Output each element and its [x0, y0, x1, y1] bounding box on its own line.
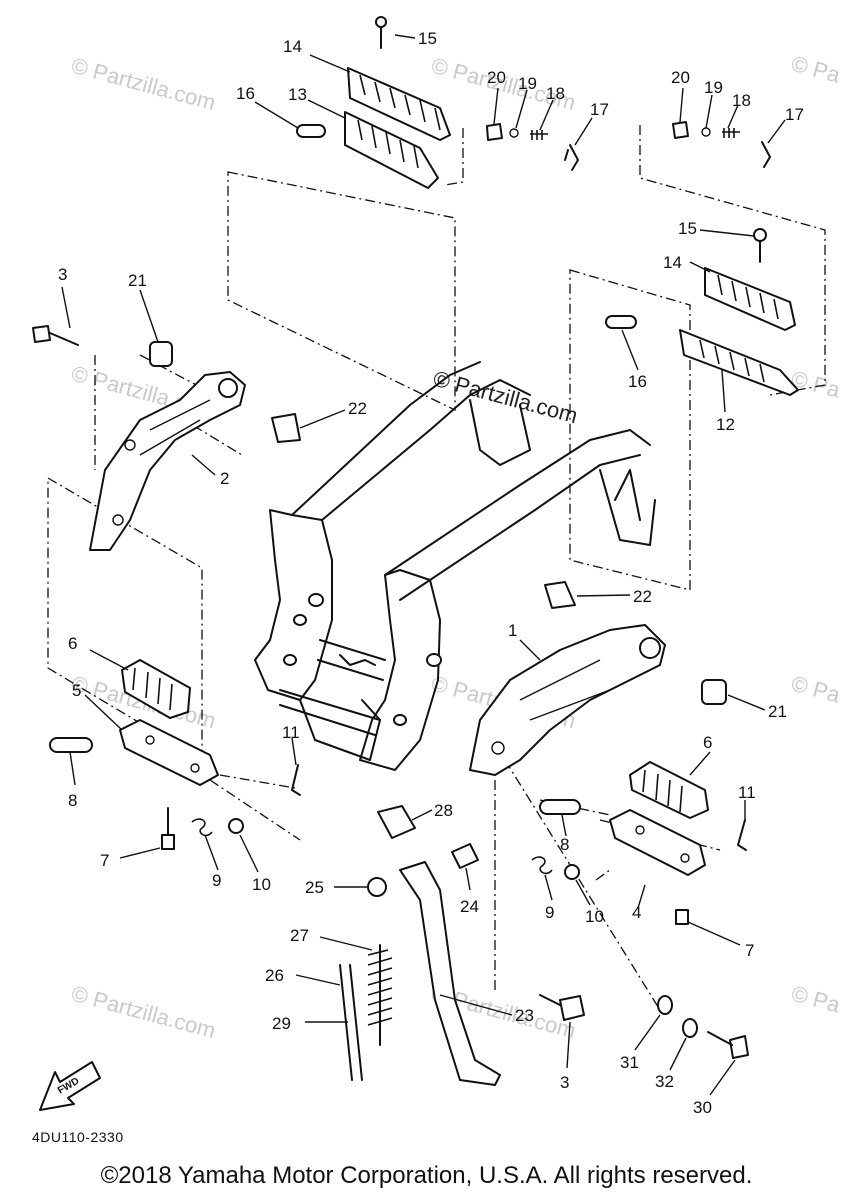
callout-21: 21 — [768, 702, 787, 721]
callout-8: 8 — [560, 835, 569, 854]
callout-6: 6 — [703, 733, 712, 752]
callout-15: 15 — [678, 219, 697, 238]
callout-12: 12 — [716, 415, 735, 434]
callout-16: 16 — [628, 372, 647, 391]
callout-29: 29 — [272, 1014, 291, 1033]
footpeg-rubbers — [121, 67, 799, 819]
callout-13: 13 — [288, 85, 307, 104]
parts-diagram: © Partzilla.com © Partzilla.com © Pa © P… — [32, 16, 844, 1145]
diagram-code: 4DU110-2330 — [32, 1129, 124, 1145]
leader-lines — [61, 34, 786, 1096]
callout-18: 18 — [546, 84, 565, 103]
fwd-arrow-icon: FWD — [39, 1061, 101, 1111]
footpeg-brackets — [119, 719, 706, 876]
bracket-left — [89, 371, 246, 551]
callout-9: 9 — [545, 903, 554, 922]
watermark: © Pa — [789, 51, 844, 88]
callout-9: 9 — [212, 871, 221, 890]
callout-10: 10 — [252, 875, 271, 894]
watermark: © Pa — [789, 981, 844, 1018]
callout-11: 11 — [282, 723, 300, 742]
callout-28: 28 — [434, 801, 453, 820]
frame — [254, 361, 656, 771]
callout-32: 32 — [655, 1072, 674, 1091]
callout-30: 30 — [693, 1098, 712, 1117]
callout-3: 3 — [58, 265, 67, 284]
callout-7: 7 — [100, 851, 109, 870]
callout-3: 3 — [560, 1073, 569, 1092]
callout-19: 19 — [704, 78, 723, 97]
callout-19: 19 — [518, 74, 537, 93]
watermark: © Pa — [789, 671, 844, 708]
callout-numbers: 15 14 13 16 20 19 18 17 20 19 18 17 15 1… — [58, 29, 804, 1117]
callout-6: 6 — [68, 634, 77, 653]
callout-15: 15 — [418, 29, 437, 48]
callout-16: 16 — [236, 84, 255, 103]
callout-14: 14 — [663, 253, 682, 272]
callout-2: 2 — [220, 469, 229, 488]
callout-31: 31 — [620, 1053, 639, 1072]
bracket-right — [469, 624, 666, 776]
callout-4: 4 — [632, 903, 641, 922]
callout-7: 7 — [745, 941, 754, 960]
callout-17: 17 — [785, 105, 804, 124]
reference-outlines — [47, 125, 826, 1011]
callout-22: 22 — [348, 399, 367, 418]
callout-17: 17 — [590, 100, 609, 119]
callout-11: 11 — [738, 783, 756, 802]
hardware — [32, 16, 771, 1086]
callout-18: 18 — [732, 91, 751, 110]
watermarks: © Partzilla.com © Partzilla.com © Pa © P… — [69, 51, 844, 1044]
callout-8: 8 — [68, 791, 77, 810]
callout-20: 20 — [671, 68, 690, 87]
callout-27: 27 — [290, 926, 309, 945]
watermark: © Partzilla.com — [69, 981, 219, 1044]
copyright-notice: ©2018 Yamaha Motor Corporation, U.S.A. A… — [100, 1162, 753, 1189]
watermark: © Pa — [789, 366, 844, 403]
callout-24: 24 — [460, 897, 479, 916]
watermark: © Partzilla.com — [69, 53, 219, 116]
callout-10: 10 — [585, 907, 604, 926]
callout-22: 22 — [633, 587, 652, 606]
callout-20: 20 — [487, 68, 506, 87]
callout-21: 21 — [128, 271, 147, 290]
callout-23: 23 — [515, 1006, 534, 1025]
callout-26: 26 — [265, 966, 284, 985]
callout-14: 14 — [283, 37, 302, 56]
callout-5: 5 — [72, 681, 81, 700]
callout-25: 25 — [305, 878, 324, 897]
callout-1: 1 — [508, 621, 517, 640]
watermark: © Partzilla.com — [431, 366, 581, 429]
